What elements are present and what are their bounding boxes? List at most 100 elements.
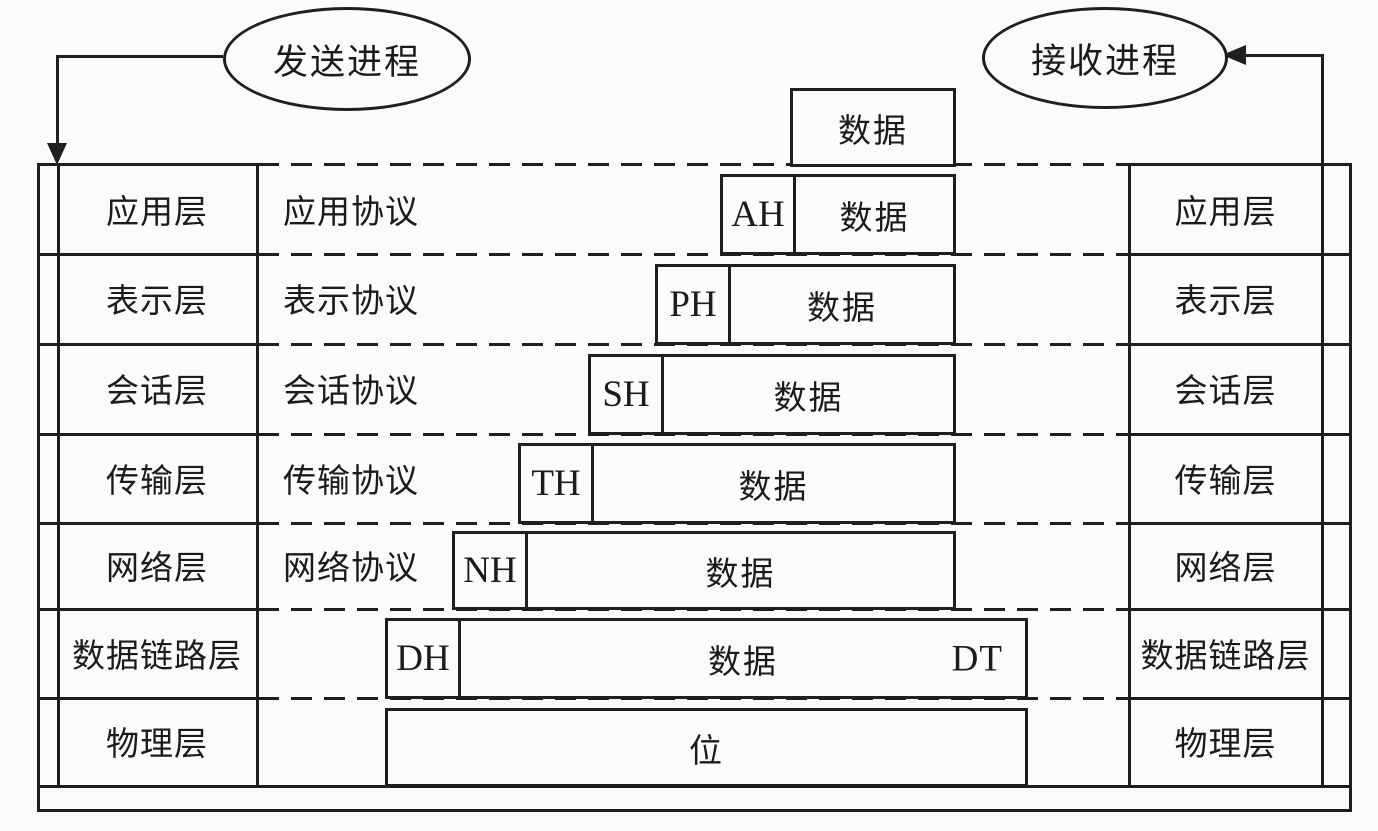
row-sep-6-right <box>1130 697 1352 700</box>
layer-label-network-right: 网络层 <box>1130 522 1321 608</box>
protocol-label-transport: 传输协议 <box>283 433 419 522</box>
layer-label-physical-left: 物理层 <box>58 697 256 785</box>
pdu-payload-cell: 数据 <box>796 177 953 252</box>
layer-label-text: 物理层 <box>1174 727 1277 763</box>
frame-right-line <box>1349 163 1352 812</box>
row-sep-6-left <box>37 697 258 700</box>
pdu-presentation-box: PH 数据 <box>655 264 956 345</box>
frame-top-left-line <box>37 163 258 166</box>
pdu-header-cell: NH <box>455 534 528 607</box>
layer-label-text: 应用层 <box>106 195 208 231</box>
layer-label-text: 传输层 <box>1174 463 1277 500</box>
sender-process-ellipse: 发送进程 <box>223 7 471 111</box>
payload-text: 数据 <box>839 200 910 237</box>
layer-label-presentation-left: 表示层 <box>58 253 256 343</box>
pdu-payload-cell: 数据 <box>664 357 953 432</box>
pdu-header-cell: TH <box>521 446 594 521</box>
user-data-box: 数据 <box>790 88 956 167</box>
header-text: SH <box>602 374 650 415</box>
sender-arrow-vertical-line <box>56 55 59 145</box>
payload-text: 数据 <box>708 644 778 681</box>
row-sep-1-right <box>1130 253 1352 256</box>
pdu-header-cell: SH <box>591 357 664 432</box>
protocol-label-application: 应用协议 <box>283 165 419 253</box>
protocol-label-network: 网络协议 <box>283 522 419 608</box>
row-sep-4-right <box>1130 522 1352 525</box>
payload-text: 数据 <box>705 556 776 593</box>
layer-label-physical-right: 物理层 <box>1130 697 1321 785</box>
frame-top-right-line <box>1130 163 1352 166</box>
row-sep-3-left <box>37 433 258 436</box>
layer-label-application-left: 应用层 <box>58 165 256 253</box>
row-sep-2-left <box>37 343 258 346</box>
receiver-process-label: 接收进程 <box>1030 41 1179 81</box>
header-text: AH <box>731 194 785 235</box>
row-sep-2-right <box>1130 343 1352 346</box>
receiver-arrow-horizontal-line <box>1240 54 1324 57</box>
row-sep-5-right <box>1130 608 1352 611</box>
layer-label-transport-right: 传输层 <box>1130 433 1321 522</box>
layer-label-text: 会话层 <box>1174 374 1277 410</box>
layer-label-network-left: 网络层 <box>58 522 256 608</box>
receiver-process-ellipse: 接收进程 <box>982 7 1228 109</box>
payload-text: 数据 <box>838 113 908 150</box>
protocol-label-text: 传输协议 <box>283 463 419 500</box>
pdu-header-cell: DH <box>388 621 461 696</box>
pdu-payload-cell: 位 <box>388 711 1025 784</box>
layer-label-datalink-left: 数据链路层 <box>58 608 256 697</box>
protocol-label-text: 表示协议 <box>283 284 419 320</box>
row-sep-4-left <box>37 522 258 525</box>
right-column-inner-line <box>1128 163 1131 788</box>
left-column-inner-line <box>256 163 259 788</box>
row-sep-3-right <box>1130 433 1352 436</box>
layer-label-text: 数据链路层 <box>72 638 242 675</box>
receiver-arrow-left-icon <box>1222 45 1246 65</box>
layer-label-session-right: 会话层 <box>1130 343 1321 433</box>
layer-label-session-left: 会话层 <box>58 343 256 433</box>
frame-top-dashed-line <box>258 163 1130 166</box>
pdu-payload-cell: 数据 <box>594 446 953 521</box>
sender-arrow-down-icon <box>47 143 67 165</box>
row-sep-1-dashed <box>258 253 1130 256</box>
header-text: PH <box>669 284 717 325</box>
protocol-label-text: 网络协议 <box>283 551 419 587</box>
header-text: DH <box>396 638 450 679</box>
layer-label-transport-left: 传输层 <box>58 433 256 522</box>
pdu-payload-cell: 数据 DT <box>461 621 1025 696</box>
sender-process-label: 发送进程 <box>272 42 421 82</box>
pdu-transport-box: TH 数据 <box>518 443 956 524</box>
layer-label-datalink-right: 数据链路层 <box>1130 608 1321 697</box>
protocol-label-text: 应用协议 <box>283 195 419 231</box>
layer-label-text: 会话层 <box>106 374 208 410</box>
trailer-text: DT <box>951 638 1003 679</box>
protocol-label-presentation: 表示协议 <box>283 253 419 343</box>
pdu-datalink-box: DH 数据 DT <box>385 618 1028 699</box>
frame-bottom-line <box>37 809 1352 812</box>
layer-label-text: 表示层 <box>106 284 208 320</box>
layer-label-text: 网络层 <box>1174 551 1277 587</box>
header-text: TH <box>531 463 581 504</box>
row-sep-1-left <box>37 253 258 256</box>
layer-label-text: 应用层 <box>1174 195 1277 231</box>
layer-label-text: 网络层 <box>106 551 208 587</box>
layer-label-text: 传输层 <box>106 463 208 500</box>
user-data-payload: 数据 <box>793 91 953 164</box>
pdu-network-box: NH 数据 <box>452 531 956 610</box>
payload-text: 数据 <box>738 469 809 506</box>
header-text: NH <box>463 550 517 591</box>
payload-text: 位 <box>689 733 724 770</box>
layer-label-text: 数据链路层 <box>1140 638 1311 675</box>
payload-text: 数据 <box>807 290 877 327</box>
pdu-physical-box: 位 <box>385 708 1028 787</box>
pdu-session-box: SH 数据 <box>588 354 956 435</box>
receiver-arrow-vertical-line <box>1321 54 1324 167</box>
payload-text: 数据 <box>773 380 844 417</box>
left-column-outer-line <box>57 163 60 788</box>
right-column-outer-line <box>1321 163 1324 788</box>
layer-label-text: 物理层 <box>106 727 208 763</box>
pdu-application-box: AH 数据 <box>720 174 956 255</box>
frame-left-line <box>37 163 40 812</box>
pdu-header-cell: AH <box>723 177 796 252</box>
protocol-label-text: 会话协议 <box>283 374 419 410</box>
